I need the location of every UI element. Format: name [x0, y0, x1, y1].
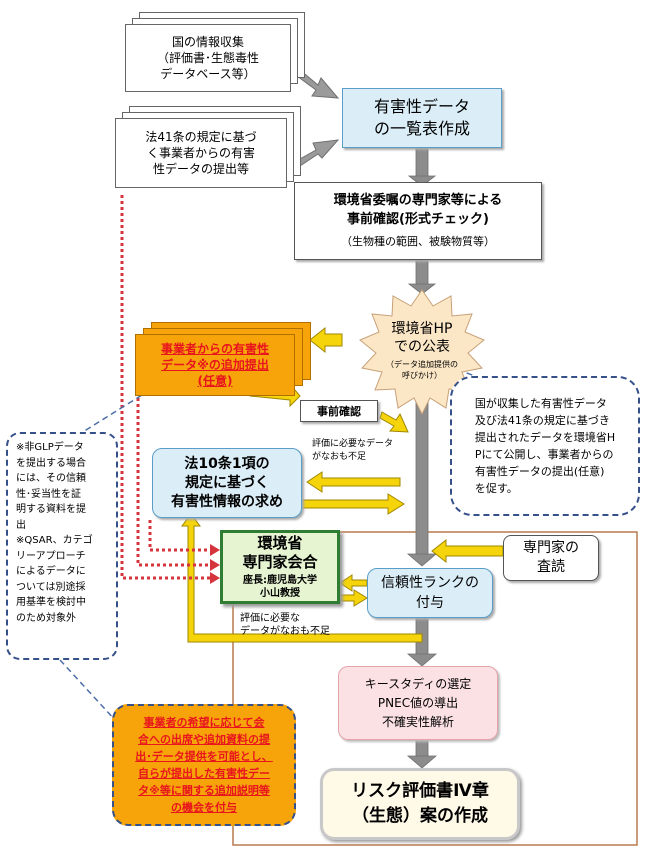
hazard-list-text: 有害性データ の一覧表作成	[373, 97, 470, 138]
yellow-arrow-icon	[181, 326, 504, 643]
label-insufficient-2: 評価に必要な データがなおも不足	[240, 612, 370, 642]
burst-hp-publication: 環境省HP での公表 （データ追加提供の 呼びかけ）	[370, 312, 474, 388]
document-stack-article41: 法41条の規定に基づ く事業者からの有害 性データの提出等	[115, 106, 305, 190]
box-expert-precheck: 環境省委嘱の専門家等による 事前確認(形式チェック) （生物種の範囲、被験物質等…	[294, 182, 542, 260]
insufficient-1-text: 評価に必要なデータ がなおも不足	[312, 439, 394, 462]
expert-precheck-title: 環境省委嘱の専門家等による 事前確認(形式チェック)	[333, 193, 503, 227]
burst-hp-title: 環境省HP での公表	[391, 320, 453, 355]
starburst-shape	[359, 289, 485, 416]
national-info-text: 国の情報収集 （評価書･生態毒性 データベース等）	[156, 35, 259, 81]
callout-hp-note: 国が収集した有害性データ 及び法41条の規定に基づき 提出されたデータを環境省H…	[450, 376, 640, 516]
gray-arrow-icon	[296, 69, 340, 167]
box-expert-meeting: 環境省 専門家会合 座長:鹿児島大学 小山教授	[220, 530, 340, 604]
article10-text: 法10条1項の 規定に基づく 有害性情報の求め	[171, 455, 283, 510]
callout-glp-note: ※非GLPデータ を提出する場合 には、その信頼 性･妥当性を証 明する資料を提…	[6, 432, 118, 660]
peer-review-text: 専門家の 査読	[523, 540, 579, 575]
box-peer-review: 専門家の 査読	[503, 535, 599, 581]
box-key-study: キースタディの選定 PNEC値の導出 不確実性解析	[338, 666, 498, 740]
document-stack-business: 事業者からの有害性 データ※の追加提出 (任意)	[135, 322, 317, 398]
article41-text: 法41条の規定に基づ く事業者からの有害 性データの提出等	[145, 130, 257, 176]
box-reliability-rank: 信頼性ランクの 付与	[367, 568, 493, 618]
callout-opportunity: 事業者の希望に応じて会 合への出席や追加資料の提 出･データ提供を可能とし、 自…	[112, 704, 296, 826]
hp-note-text: 国が収集した有害性データ 及び法41条の規定に基づき 提出されたデータを環境省H…	[474, 397, 616, 495]
expert-precheck-sub: （生物種の範囲、被験物質等）	[341, 235, 495, 248]
box-hazard-list: 有害性データ の一覧表作成	[342, 88, 502, 148]
opportunity-text: 事業者の希望に応じて会 合への出席や追加資料の提 出･データ提供を可能とし、 自…	[135, 716, 273, 814]
expert-meeting-title: 環境省 専門家会合	[242, 534, 318, 571]
insufficient-2-text: 評価に必要な データがなおも不足	[240, 613, 330, 637]
box-risk-report: リスク評価書Ⅳ章 （生態）案の作成	[320, 768, 520, 840]
precheck-label-text: 事前確認	[317, 405, 361, 418]
document-stack-national: 国の情報収集 （評価書･生態毒性 データベース等）	[125, 12, 307, 94]
label-insufficient-1: 評価に必要なデータ がなおも不足	[312, 438, 422, 468]
dotted-connector-icon	[120, 195, 210, 580]
expert-meeting-frame	[232, 531, 638, 846]
glp-note-text: ※非GLPデータ を提出する場合 には、その信頼 性･妥当性を証 明する資料を提…	[16, 442, 93, 624]
risk-report-text: リスク評価書Ⅳ章 （生態）案の作成	[351, 781, 489, 826]
expert-meeting-sub: 座長:鹿児島大学 小山教授	[243, 575, 317, 599]
reliability-text: 信頼性ランクの 付与	[381, 575, 479, 611]
key-study-text: キースタディの選定 PNEC値の導出 不確実性解析	[364, 676, 472, 729]
business-submit-text: 事業者からの有害性 データ※の追加提出 (任意)	[160, 342, 269, 388]
burst-hp-sub: （データ追加提供の 呼びかけ）	[386, 359, 458, 380]
box-article10-request: 法10条1項の 規定に基づく 有害性情報の求め	[152, 448, 302, 518]
label-precheck: 事前確認	[300, 400, 378, 422]
